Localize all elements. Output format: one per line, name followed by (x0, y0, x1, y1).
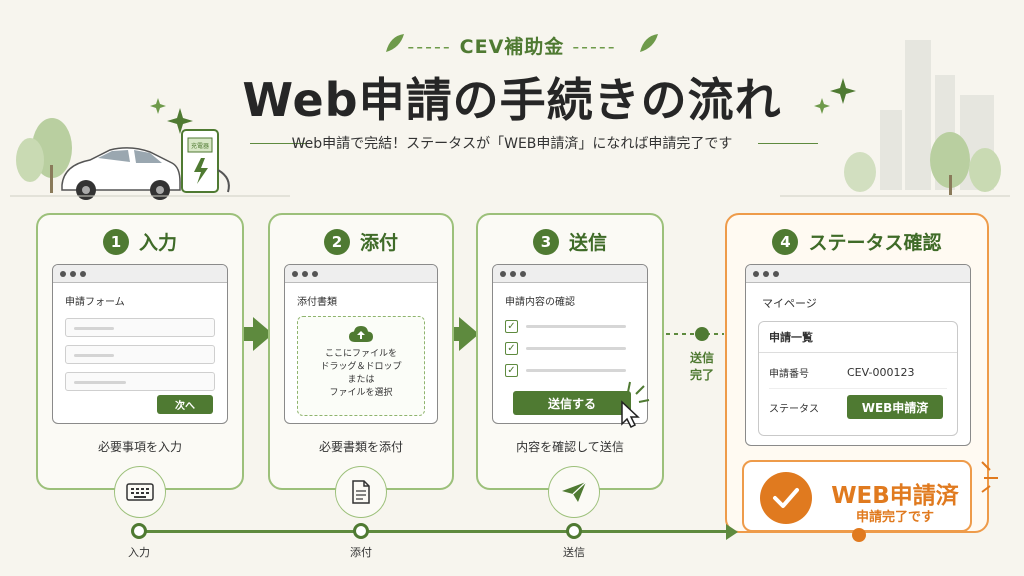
page-title: Web申請の手続きの流れ (242, 73, 782, 127)
check-icon: ✓ (505, 320, 518, 333)
paper-plane-icon (548, 466, 600, 518)
divider (758, 143, 818, 144)
status-connector (666, 327, 724, 341)
form-field[interactable] (65, 345, 215, 364)
flow-arrow (244, 327, 254, 341)
timeline-arrow-icon (726, 524, 738, 540)
form-title: 申請フォーム (65, 297, 125, 308)
sparkle-icon (830, 78, 856, 104)
sent-label: 送信 (689, 351, 714, 365)
category-tag-label: CEV補助金 (459, 36, 565, 58)
application-list-title: 申請一覧 (759, 322, 957, 353)
step-1-caption: 必要事項を入力 (97, 440, 182, 454)
cursor-click-icon (621, 381, 650, 428)
select-file-link[interactable]: ファイルを選択 (329, 388, 393, 398)
step-label: 添付 (359, 232, 398, 254)
step-1-heading: 1 入力 (36, 228, 244, 255)
divider (250, 143, 310, 144)
timeline-label: 添付 (350, 546, 372, 559)
attach-title: 添付書類 (297, 297, 337, 308)
tree-icon (930, 132, 970, 188)
check-icon: ✓ (505, 342, 518, 355)
step-4-heading: 4 ステータス確認 (725, 228, 989, 255)
row-label: 申請番号 (769, 369, 809, 380)
timeline-dot (566, 523, 582, 539)
sparkle-icon (814, 98, 830, 114)
charger-icon (181, 129, 230, 193)
status-row: ステータス WEB申請済 (759, 389, 957, 419)
window-titlebar (285, 265, 437, 283)
window-titlebar (53, 265, 227, 283)
timeline-label: 入力 (128, 546, 150, 559)
confirm-window: 申請内容の確認 ✓ ✓ ✓ 送信する (492, 264, 648, 424)
application-number: CEV-000123 (847, 366, 915, 379)
background-illustration: 充電器 (10, 34, 1010, 200)
tree-icon (16, 138, 44, 182)
submit-button[interactable]: 送信する (513, 391, 631, 415)
window-titlebar (746, 265, 970, 283)
status-badge: WEB申請済 (847, 395, 943, 419)
application-list: 申請一覧 申請番号 CEV-000123 ステータス WEB申請済 (758, 321, 958, 436)
step-number: 2 (323, 228, 350, 255)
file-drop-zone[interactable]: ここにファイルを ドラッグ＆ドロップ または ファイルを選択 (297, 316, 425, 416)
step-number: 3 (532, 228, 559, 255)
confirm-title: 申請内容の確認 (505, 297, 575, 308)
step-2-caption: 必要書類を添付 (318, 440, 403, 454)
keyboard-icon (114, 466, 166, 518)
step-3-caption: 内容を確認して送信 (516, 440, 624, 454)
flow-arrow-icon (459, 317, 479, 351)
next-button[interactable]: 次へ (157, 395, 213, 414)
form-field[interactable] (65, 372, 215, 391)
mypage-window: マイページ 申請一覧 申請番号 CEV-000123 ステータス WEB申請済 (745, 264, 971, 446)
input-form-window: 申請フォーム 次へ (52, 264, 228, 424)
sparkle-icon (167, 108, 193, 134)
step-2-heading: 2 添付 (268, 228, 454, 255)
drop-text: ここにファイルを (324, 349, 397, 359)
tree-icon (844, 152, 876, 192)
leaf-icon (386, 34, 404, 52)
document-icon (335, 466, 387, 518)
complete-label: 完了 (689, 368, 714, 382)
drop-text: ドラッグ＆ドロップ (320, 362, 402, 372)
complete-title: WEB申請済 (831, 483, 959, 509)
step-3-heading: 3 送信 (476, 228, 664, 255)
drop-text: または (347, 375, 375, 385)
timeline-label: 送信 (563, 546, 585, 559)
window-titlebar (493, 265, 647, 283)
timeline-line (138, 530, 730, 533)
timeline-end-dot (852, 528, 866, 542)
sparkle-icon (150, 98, 166, 114)
row-label: ステータス (769, 403, 819, 415)
page-subtitle: Web申請で完結！ステータスが「WEB申請済」になれば申請完了です (291, 136, 733, 152)
emphasis-marks-icon (981, 461, 998, 493)
complete-subtitle: 申請完了です (855, 510, 934, 525)
check-icon: ✓ (505, 364, 518, 377)
charger-sign: 充電器 (191, 142, 209, 150)
electric-car-icon (61, 147, 181, 200)
attach-window: 添付書類 ここにファイルを ドラッグ＆ドロップ または ファイルを選択 (284, 264, 438, 424)
step-label: 送信 (568, 232, 607, 254)
application-number-row: 申請番号 CEV-000123 (759, 353, 957, 380)
step-label: ステータス確認 (808, 232, 942, 254)
step-number: 4 (772, 228, 799, 255)
leaf-icon (640, 34, 658, 52)
form-field[interactable] (65, 318, 215, 337)
cloud-upload-icon (349, 326, 373, 342)
checkmark-icon (760, 472, 812, 524)
tree-icon (969, 148, 1001, 192)
sent-complete-label: 送信 完了 (682, 350, 722, 384)
step-label: 入力 (138, 232, 177, 254)
timeline-dot (131, 523, 147, 539)
mypage-title: マイページ (762, 297, 817, 310)
category-tag: -----CEV補助金----- (407, 36, 617, 58)
flow-arrow (454, 327, 460, 341)
step-number: 1 (102, 228, 129, 255)
timeline-dot (353, 523, 369, 539)
